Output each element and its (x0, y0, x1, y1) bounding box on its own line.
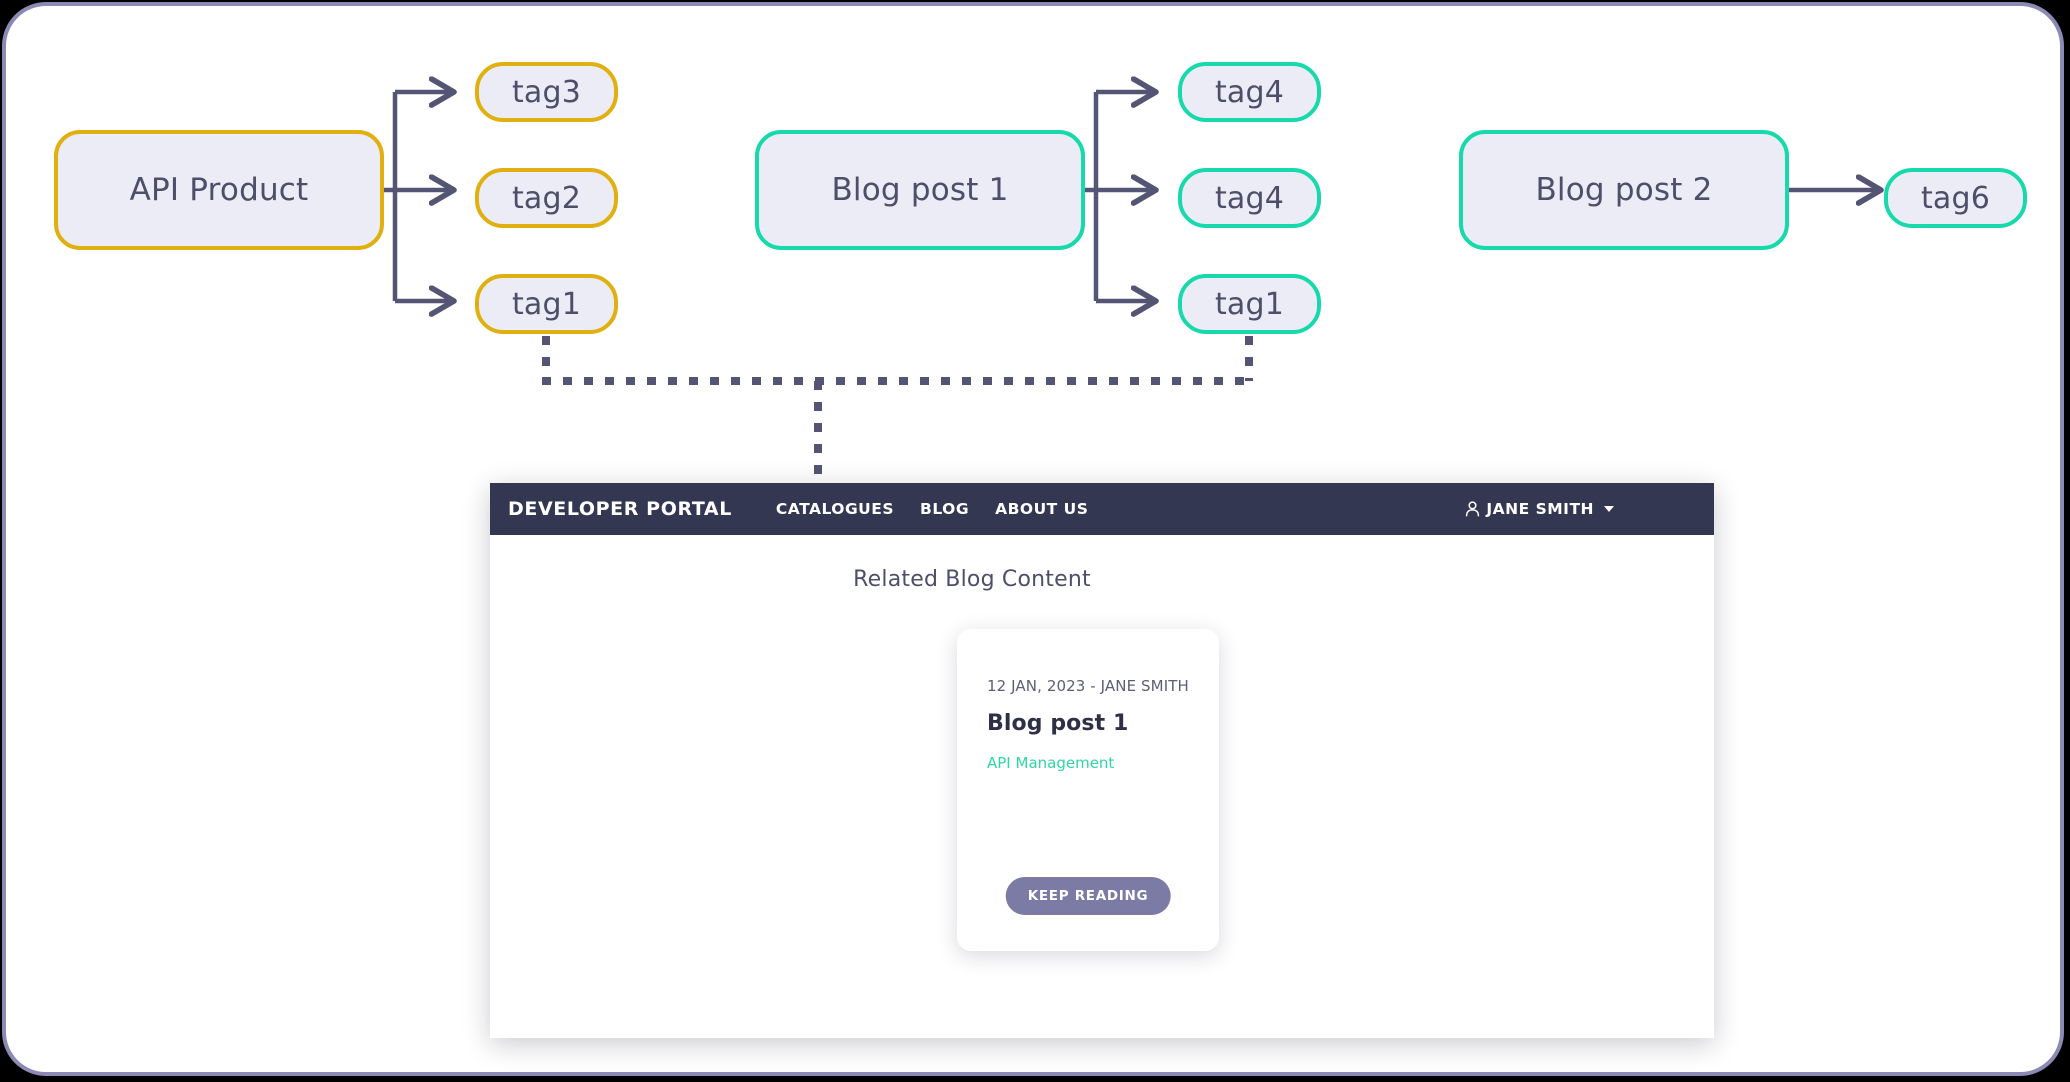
node-label: Blog post 1 (831, 172, 1009, 208)
section-title: Related Blog Content (853, 567, 1091, 592)
node-label: tag1 (511, 286, 582, 322)
node-label: tag4 (1214, 180, 1285, 216)
user-menu[interactable]: JANE SMITH (1465, 500, 1692, 518)
node-blog-post-2[interactable]: Blog post 2 (1459, 130, 1789, 250)
nav-link-catalogues[interactable]: CATALOGUES (775, 500, 895, 518)
person-icon (1466, 501, 1480, 517)
node-label: tag3 (511, 74, 582, 110)
node-blog-post-1[interactable]: Blog post 1 (755, 130, 1085, 250)
node-tag-blog-post-1-0[interactable]: tag4 (1178, 62, 1321, 122)
wire-api-product (384, 92, 454, 301)
keep-reading-button[interactable]: KEEP READING (1005, 877, 1171, 915)
node-tag-blog-post-1-2[interactable]: tag1 (1178, 274, 1321, 334)
card-tag-link[interactable]: API Management (987, 754, 1115, 772)
blog-card[interactable]: 12 JAN, 2023 - JANE SMITH Blog post 1 AP… (957, 629, 1219, 951)
node-tag-api-product-0[interactable]: tag3 (475, 62, 618, 122)
wire-blog-post-1 (1084, 92, 1156, 301)
node-api-product[interactable]: API Product (54, 130, 384, 250)
user-name: JANE SMITH (1486, 500, 1594, 518)
developer-portal-panel: DEVELOPER PORTAL CATALOGUES BLOG ABOUT U… (490, 483, 1714, 1038)
node-tag-api-product-1[interactable]: tag2 (475, 168, 618, 228)
node-tag-blog-post-2-0[interactable]: tag6 (1884, 168, 2027, 228)
card-meta: 12 JAN, 2023 - JANE SMITH (987, 677, 1189, 695)
node-label: tag1 (1214, 286, 1285, 322)
portal-brand[interactable]: DEVELOPER PORTAL (508, 498, 732, 520)
node-label: API Product (129, 172, 309, 208)
node-label: Blog post 2 (1535, 172, 1713, 208)
portal-navbar: DEVELOPER PORTAL CATALOGUES BLOG ABOUT U… (490, 483, 1714, 535)
nav-link-about-us[interactable]: ABOUT US (995, 500, 1089, 518)
node-tag-blog-post-1-1[interactable]: tag4 (1178, 168, 1321, 228)
portal-nav-links: CATALOGUES BLOG ABOUT US (776, 500, 1088, 518)
node-label: tag2 (511, 180, 582, 216)
chevron-down-icon (1604, 506, 1614, 512)
node-tag-api-product-2[interactable]: tag1 (475, 274, 618, 334)
node-label: tag6 (1920, 180, 1991, 216)
node-label: tag4 (1214, 74, 1285, 110)
portal-body: Related Blog Content 12 JAN, 2023 - JANE… (490, 535, 1714, 1038)
card-title: Blog post 1 (987, 711, 1129, 736)
nav-link-blog[interactable]: BLOG (920, 500, 970, 518)
